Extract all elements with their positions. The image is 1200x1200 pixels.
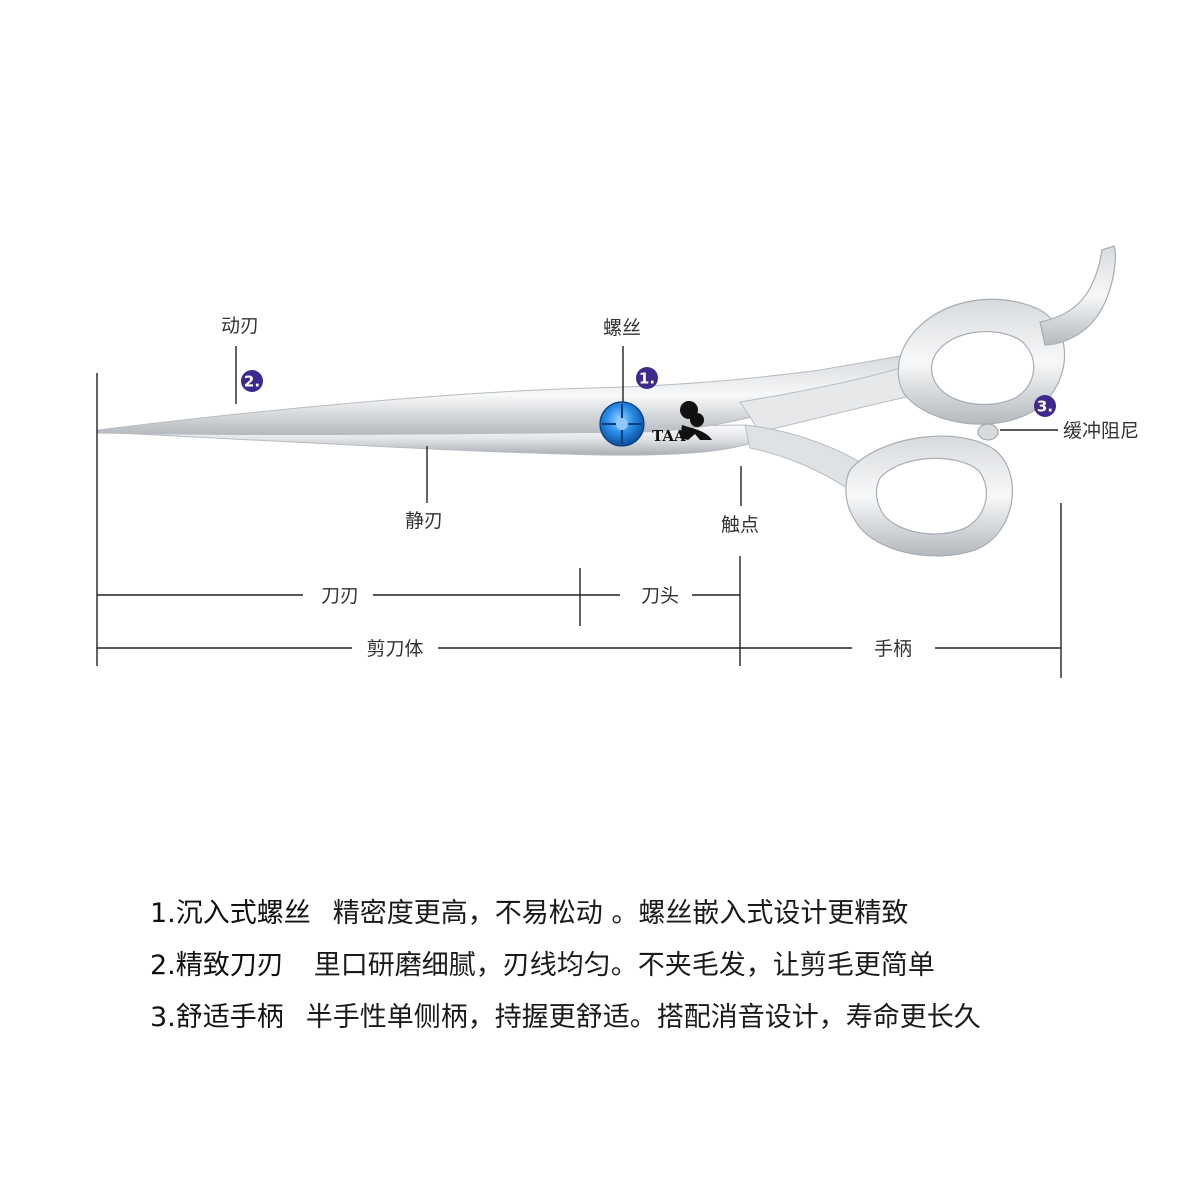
dim-label-scissor-body: 剪刀体 (366, 638, 423, 660)
feature-desc: 精密度更高，不易松动 。螺丝嵌入式设计更精致 (332, 898, 909, 929)
dimension-lines (96, 373, 1062, 678)
feature-title: 1.沉入式螺丝 (150, 898, 311, 929)
badge-3: 3. (1034, 395, 1056, 417)
feature-title: 3.舒适手柄 (150, 1002, 284, 1033)
lower-shank (744, 424, 861, 491)
label-static-blade: 静刃 (405, 510, 443, 532)
label-damper: 缓冲阻尼 (1063, 420, 1139, 442)
finger-rest (1039, 245, 1116, 346)
feature-desc: 半手性单侧柄，持握更舒适。搭配消音设计，寿命更长久 (305, 1002, 981, 1033)
dim-label-handle: 手柄 (874, 638, 912, 660)
dim-label-blade-tip: 刀头 (641, 585, 679, 607)
screw-center (616, 418, 628, 430)
lower-ring (845, 435, 1013, 557)
scissors-diagram: TAA 1. 2. 3. 动刃 螺丝 静刃 触点 缓冲阻尼 (96, 245, 1139, 678)
badge-1: 1. (636, 367, 658, 389)
label-contact-point: 触点 (721, 514, 759, 536)
upper-ring (897, 298, 1066, 425)
svg-text:1.: 1. (639, 370, 655, 388)
dim-label-blade-edge: 刀刃 (321, 585, 359, 607)
damper-bumper (977, 423, 999, 441)
svg-text:3.: 3. (1037, 398, 1053, 416)
callout-lines (235, 346, 1058, 506)
brand-logo: TAA (652, 401, 712, 445)
feature-desc: 里口研磨细腻，刃线均匀。不夹毛发，让剪毛更简单 (313, 950, 935, 981)
svg-text:2.: 2. (244, 373, 260, 391)
feature-item-2: 2.精致刀刃里口研磨细腻，刃线均匀。不夹毛发，让剪毛更简单 (150, 940, 1170, 992)
feature-item-1: 1.沉入式螺丝精密度更高，不易松动 。螺丝嵌入式设计更精致 (150, 888, 1170, 940)
feature-list: 1.沉入式螺丝精密度更高，不易松动 。螺丝嵌入式设计更精致 2.精致刀刃里口研磨… (150, 888, 1170, 1044)
scissors-illustration: TAA (97, 245, 1116, 557)
badge-2: 2. (241, 370, 263, 392)
brand-text: TAA (652, 427, 686, 445)
label-screw: 螺丝 (603, 317, 641, 339)
feature-title: 2.精致刀刃 (150, 950, 284, 981)
feature-item-3: 3.舒适手柄半手性单侧柄，持握更舒适。搭配消音设计，寿命更长久 (150, 992, 1170, 1044)
label-moving-blade: 动刃 (221, 315, 259, 337)
